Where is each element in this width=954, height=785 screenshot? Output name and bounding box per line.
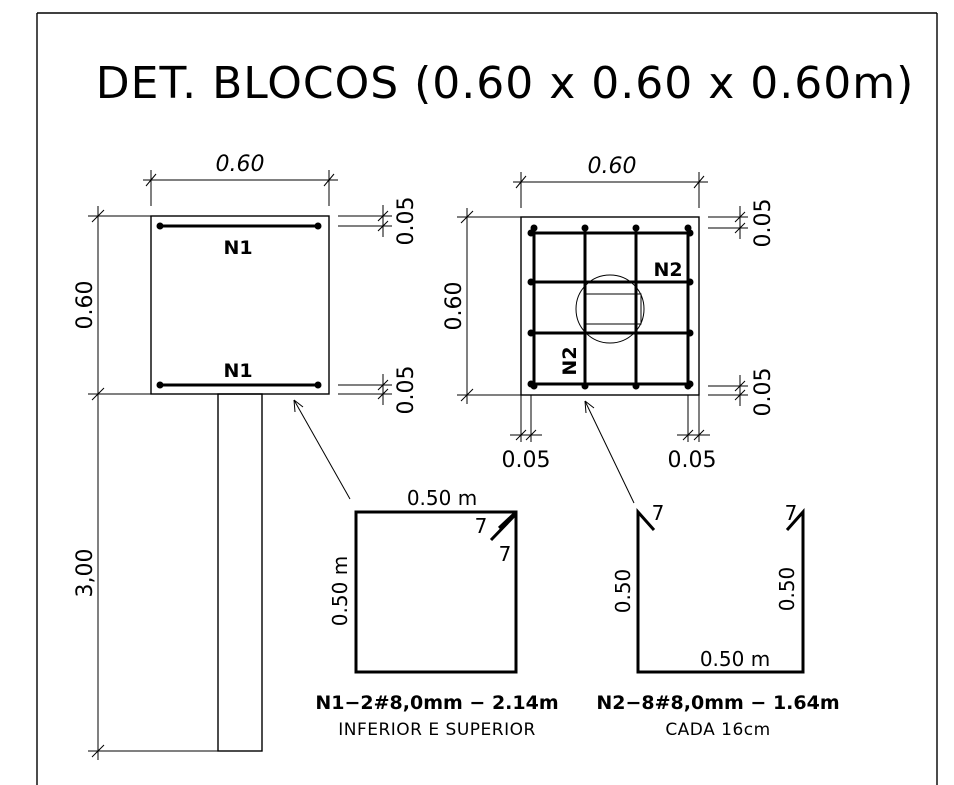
n1-hook-label-2: 7	[499, 542, 512, 566]
n2-width-label: 0.50 m	[700, 647, 770, 671]
plan-height-dimension	[457, 208, 521, 404]
n1-width-label: 0.50 m	[407, 486, 477, 510]
section-leader-line	[293, 399, 351, 500]
detail-n1: 0.50 m 0.50 m 7 7 N1−2#8,0mm − 2.14m INF…	[315, 486, 558, 740]
n2-right-height-label: 0.50	[775, 567, 799, 612]
n1-spec: N1−2#8,0mm − 2.14m	[315, 692, 558, 714]
plan-cover-right-dimensions	[708, 206, 748, 406]
plan-reinforcement-grid	[531, 228, 690, 388]
section-width-dimension	[143, 170, 338, 206]
n1-hook-2	[489, 512, 518, 542]
section-bar-top-end-right	[314, 222, 322, 230]
pile-length-label: 3,00	[73, 549, 98, 598]
n2-hook-label-left: 7	[652, 501, 665, 525]
n2-hook-label-right: 7	[785, 501, 798, 525]
drawing-title: DET. BLOCOS (0.60 x 0.60 x 0.60m)	[96, 58, 914, 109]
section-bar-bottom-end-right	[314, 381, 322, 389]
plan-bar-v-label: N2	[559, 346, 581, 375]
plan-block-outline	[520, 216, 700, 396]
section-width-label: 0.60	[216, 152, 265, 177]
section-view: N1 N1 0.60 0.60 3,00	[73, 152, 419, 760]
plan-width-label: 0.60	[588, 154, 637, 179]
pile-outline	[217, 393, 263, 752]
plan-leader-line	[584, 400, 635, 504]
n1-height-label: 0.50 m	[328, 556, 352, 626]
plan-width-dimension	[513, 172, 708, 208]
section-bar-bottom-end-left	[156, 381, 164, 389]
n1-hook-label-1: 7	[475, 514, 488, 538]
section-cover-bottom-label: 0.05	[394, 366, 419, 415]
section-bar-top-end-left	[156, 222, 164, 230]
plan-bar-h-label: N2	[653, 259, 682, 281]
pile-section-circle	[575, 274, 645, 344]
n2-bar-shape	[636, 508, 805, 674]
plan-cover-top-label: 0.05	[751, 199, 776, 248]
plan-cover-bottom-label: 0.05	[751, 368, 776, 417]
section-cover-top-label: 0.05	[394, 197, 419, 246]
plan-leader-arrowhead	[584, 400, 595, 414]
plan-view: N2 N2 0.60 0.60	[442, 154, 776, 504]
section-bar-top-label: N1	[223, 237, 252, 259]
n2-spec: N2−8#8,0mm − 1.64m	[596, 692, 839, 714]
n1-bar-shape	[354, 510, 518, 674]
n1-note: INFERIOR E SUPERIOR	[338, 720, 536, 740]
section-bar-bottom-label: N1	[223, 360, 252, 382]
section-height-label: 0.60	[73, 281, 98, 330]
pile-section-rect	[583, 293, 642, 325]
n2-left-height-label: 0.50	[611, 569, 635, 614]
section-leader-arrowhead	[293, 399, 304, 413]
section-cover-dimensions	[338, 205, 392, 405]
plan-cover-left-label: 0.05	[502, 448, 551, 473]
detail-n2: 7 7 0.50 0.50 0.50 m N2−8#8,0mm − 1.64m …	[596, 501, 839, 740]
plan-cover-right-label: 0.05	[668, 448, 717, 473]
n1-hook-1	[497, 510, 518, 530]
plan-height-label: 0.60	[442, 282, 467, 331]
n2-note: CADA 16cm	[665, 720, 770, 740]
plan-bar-dots	[527, 224, 694, 390]
plan-cover-bottom-dimensions	[510, 395, 710, 442]
section-height-dimension	[88, 206, 218, 760]
